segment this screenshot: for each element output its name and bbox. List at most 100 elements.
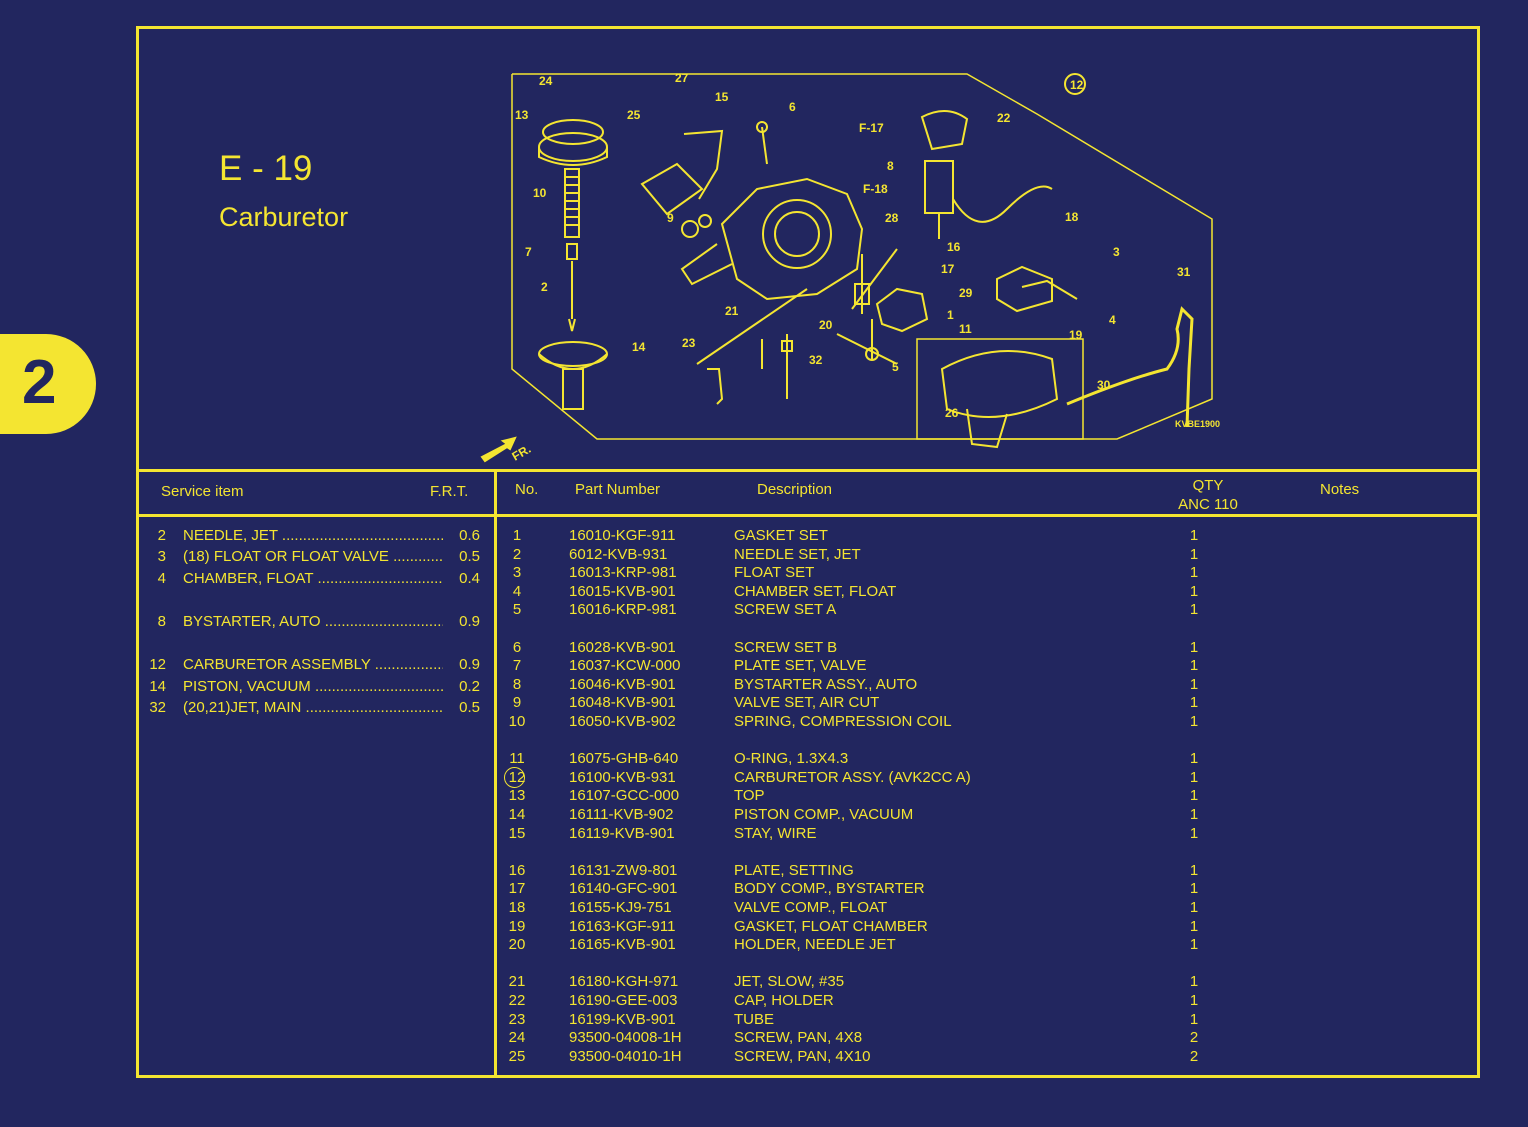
part-description: GASKET, FLOAT CHAMBER [734, 917, 928, 935]
callout-label: 30 [1097, 378, 1111, 392]
service-item-frt: 0.6 [459, 527, 480, 544]
service-item-frt: 0.4 [459, 570, 480, 587]
model-header: ANC 110 [1178, 496, 1238, 513]
part-number: 16100-KVB-931 [569, 768, 676, 786]
part-description: PLATE, SETTING [734, 861, 854, 879]
part-quantity: 1 [1189, 713, 1199, 730]
part-description: TOP [734, 787, 765, 805]
service-item-name: CHAMBER, FLOAT [183, 570, 314, 587]
part-number: 16037-KCW-000 [569, 657, 681, 675]
part-item-number: 14 [508, 806, 526, 823]
part-description: SCREW, PAN, 4X8 [734, 1029, 863, 1047]
part-item-number: 8 [512, 675, 522, 693]
leader-dots: CHAMBER, FLOAT .........................… [183, 569, 443, 589]
part-description: BODY COMP., BYSTARTER [734, 880, 925, 898]
part-number: 16010-KGF-911 [569, 527, 676, 544]
part-quantity: 1 [1189, 545, 1199, 563]
catalog-frame: E - 19 Carburetor [136, 26, 1480, 1078]
callout-label: 4 [1109, 313, 1116, 327]
callout-circle [1064, 73, 1086, 95]
part-description: CARBURETOR ASSY. (AVK2CC A) [734, 768, 971, 786]
part-item-number: 11 [509, 750, 525, 768]
part-description: FLOAT SET [734, 564, 815, 582]
part-quantity: 1 [1189, 973, 1199, 991]
part-number: 16165-KVB-901 [569, 936, 676, 954]
part-item-number: 9 [512, 694, 522, 712]
callout-label: 18 [1065, 210, 1079, 224]
service-item-row: 32(20,21)JET, MAIN .....................… [146, 698, 486, 718]
service-item-number: 14 [149, 678, 166, 695]
part-number: 16119-KVB-901 [569, 824, 675, 842]
part-item-number: 21 [508, 973, 526, 991]
part-description: SCREW, PAN, 4X10 [734, 1047, 871, 1065]
callout-label: 12 [1070, 78, 1084, 92]
part-item-number: 13 [508, 787, 526, 805]
part-number: 16048-KVB-901 [569, 694, 676, 712]
part-quantity: 1 [1189, 806, 1199, 823]
service-item-header: Service item [161, 483, 244, 500]
part-description: VALVE COMP., FLOAT [734, 899, 888, 916]
dot-fill: ........................................… [281, 527, 443, 544]
part-item-number: 5 [512, 601, 522, 619]
part-item-number: 2 [512, 545, 522, 563]
service-item-number: 4 [157, 570, 166, 587]
part-number: 16180-KGH-971 [569, 973, 679, 991]
part-quantity: 1 [1189, 992, 1199, 1009]
callout-circle [504, 766, 525, 788]
service-item-row: 3(18) FLOAT OR FLOAT VALVE .............… [146, 547, 486, 567]
dot-fill: ........................................… [305, 699, 443, 716]
service-item-name: PISTON, VACUUM [183, 678, 311, 695]
callout-label: 3 [1113, 245, 1120, 259]
callout-label: 11 [959, 322, 972, 336]
part-item-number: 18 [508, 899, 526, 916]
part-quantity: 1 [1189, 1010, 1199, 1028]
part-description: PISTON COMP., VACUUM [734, 806, 914, 823]
dot-fill: ........................................… [317, 570, 443, 587]
header-divider [139, 469, 1477, 472]
part-quantity: 1 [1189, 638, 1199, 656]
part-item-number: 10 [508, 713, 526, 730]
part-number: 16199-KVB-901 [569, 1010, 676, 1028]
part-quantity: 1 [1189, 527, 1199, 544]
part-number: 16140-GFC-901 [569, 880, 678, 898]
callout-label: 5 [892, 360, 899, 374]
description-header: Description [757, 481, 833, 498]
part-number: 16015-KVB-901 [569, 582, 676, 600]
part-quantity: 1 [1189, 601, 1199, 619]
no-header: No. [515, 481, 539, 498]
part-item-number: 22 [508, 992, 526, 1009]
part-number: 16155-KJ9-751 [569, 899, 672, 916]
part-number: 16107-GCC-000 [569, 787, 680, 805]
part-number-header: Part Number [575, 481, 661, 498]
service-item-number: 3 [157, 548, 166, 565]
part-number: 93500-04008-1H [569, 1029, 682, 1047]
service-item-name: (20,21)JET, MAIN [183, 699, 302, 716]
service-item-name: (18) FLOAT OR FLOAT VALVE [183, 548, 389, 565]
service-item-frt: 0.9 [459, 613, 480, 630]
diagram-ref-code: KVBE1900 [1175, 419, 1220, 429]
part-number: 93500-04010-1H [569, 1047, 682, 1065]
callout-label: 28 [885, 211, 899, 225]
callout-label: 16 [947, 240, 961, 254]
section-title: Carburetor [219, 202, 349, 232]
callout-label: 26 [945, 406, 959, 420]
service-item-name: CARBURETOR ASSEMBLY [183, 656, 371, 673]
part-quantity: 1 [1189, 899, 1199, 916]
part-description: NEEDLE SET, JET [734, 545, 861, 563]
callout-label: 31 [1177, 265, 1191, 279]
part-item-number: 24 [508, 1029, 526, 1047]
callout-label: F-17 [859, 121, 884, 135]
part-quantity: 1 [1189, 861, 1199, 879]
